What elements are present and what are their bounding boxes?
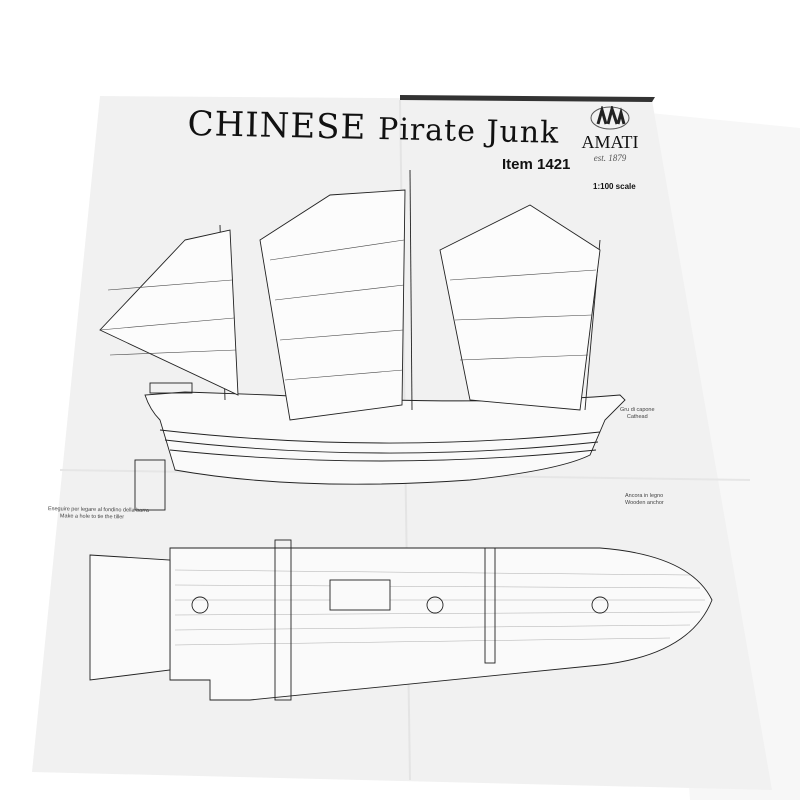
title-main: CHINESE <box>187 104 367 148</box>
scale-label: 1:100 scale <box>593 182 636 191</box>
ship-logo-icon <box>590 106 630 130</box>
paper-shadow-strip <box>400 95 655 102</box>
cathead-note-en: Cathead <box>626 414 648 420</box>
anchor-note-it: Ancora in legno <box>625 493 664 499</box>
ship-deck-plan <box>89 539 713 701</box>
tiller-note: Eseguire per legare al fondino della bar… <box>48 506 149 522</box>
title-sub: Pirate Junk <box>377 111 560 151</box>
ship-side-elevation <box>99 169 626 511</box>
cathead-note-it: Gru di capone <box>620 407 655 413</box>
brand-established: est. 1879 <box>593 153 627 163</box>
anchor-note-en: Wooden anchor <box>625 500 664 506</box>
brand-name: AMATI <box>581 132 639 152</box>
plan-title: CHINESE Pirate Junk <box>187 104 560 152</box>
item-number: Item 1421 <box>502 156 571 173</box>
amati-logo: AMATI est. 1879 <box>578 106 642 163</box>
